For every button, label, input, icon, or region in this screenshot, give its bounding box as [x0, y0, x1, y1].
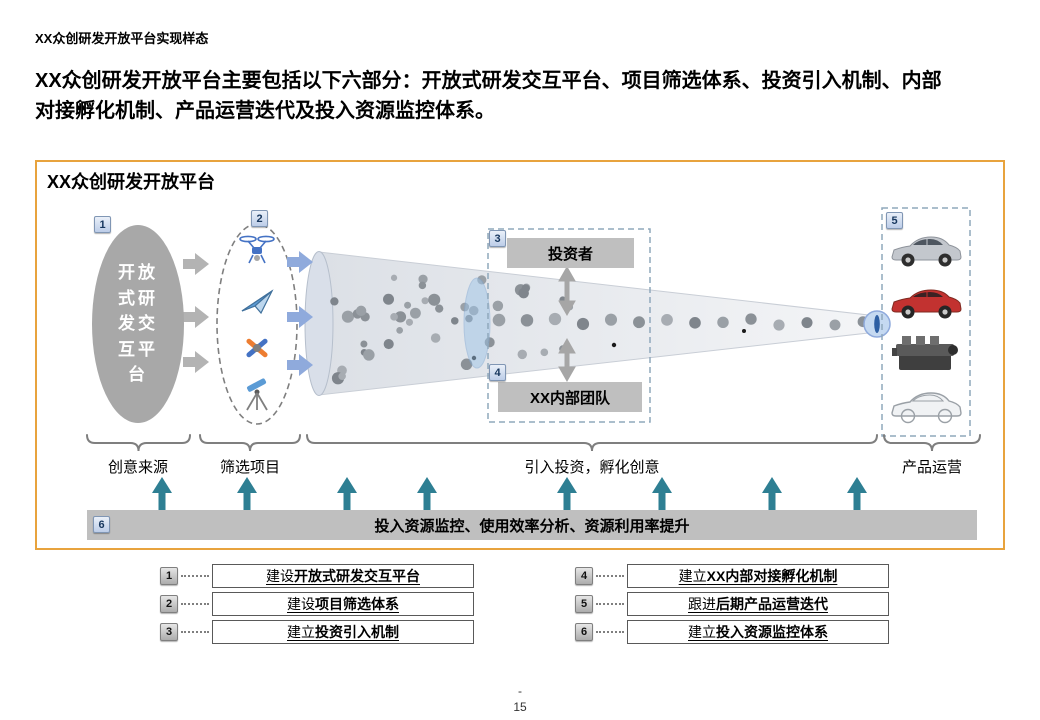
open-platform-ellipse: 开放 式研 发交 互平 台 — [92, 225, 184, 423]
legend-item-5: 5 跟进后期产品运营迭代 — [575, 592, 889, 616]
dotted-leader — [181, 631, 209, 633]
page-number: 15 — [513, 700, 527, 714]
funnel-outlet-icon — [863, 310, 891, 338]
legend-item-3: 3 建立投资引入机制 — [160, 620, 474, 644]
badge-2: 2 — [251, 210, 268, 227]
legend-box-2: 建设项目筛选体系 — [212, 592, 474, 616]
legend-keyword: XX内部对接孵化机制 — [706, 568, 838, 584]
investor-connector-arrow — [558, 265, 576, 317]
tools-icon — [239, 330, 275, 371]
footer-dash: - — [518, 684, 522, 698]
page-title-line-2: 对接孵化机制、产品运营迭代及投入资源监控体系。 — [35, 100, 495, 122]
stage-label-investment: 引入投资，孵化创意 — [524, 459, 660, 476]
legend-prefix: 建设 — [287, 596, 315, 612]
resource-monitor-label: 投入资源监控、使用效率分析、资源利用率提升 — [374, 517, 690, 535]
legend-badge-1: 1 — [160, 567, 178, 585]
dotted-leader — [596, 603, 624, 605]
legend-badge-6: 6 — [575, 623, 593, 641]
legend-prefix: 建设 — [266, 568, 294, 584]
dotted-leader — [596, 631, 624, 633]
investor-box: 投资者 — [507, 238, 634, 268]
silver-sedan-photo — [887, 226, 965, 274]
funnel-shape — [304, 251, 878, 396]
internal-team-box: XX内部团队 — [498, 382, 642, 412]
platform-diagram-panel: XX众创研发开放平台 — [35, 160, 1005, 550]
legend-prefix: 跟进 — [688, 596, 716, 612]
eyebrow-title: XX众创研发开放平台实现样态 — [35, 31, 209, 46]
stage-label-screening: 筛选项目 — [219, 459, 281, 476]
badge-3: 3 — [489, 230, 506, 247]
ellipse-line: 开放 — [118, 263, 158, 283]
dotted-leader — [596, 575, 624, 577]
ellipse-line: 发交 — [118, 314, 158, 334]
legend-box-4: 建立XX内部对接孵化机制 — [627, 564, 889, 588]
legend-badge-2: 2 — [160, 595, 178, 613]
legend-item-2: 2 建设项目筛选体系 — [160, 592, 474, 616]
page-title: XX众创研发开放平台主要包括以下六部分：开放式研发交互平台、项目筛选体系、投资引… — [35, 66, 1020, 126]
badge-6: 6 — [93, 516, 110, 533]
badge-5: 5 — [886, 212, 903, 229]
legend-keyword: 投入资源监控体系 — [716, 624, 828, 640]
product-dashed-frame — [881, 207, 971, 437]
stage-label-operation: 产品运营 — [901, 459, 963, 476]
legend-prefix: 建立 — [678, 568, 707, 584]
resource-feedback-arrows — [152, 477, 867, 514]
stage-braces — [86, 434, 981, 452]
legend-box-5: 跟进后期产品运营迭代 — [627, 592, 889, 616]
badge-4: 4 — [489, 364, 506, 381]
legend-keyword: 项目筛选体系 — [315, 596, 399, 612]
jet-icon — [239, 284, 275, 325]
stage-label-idea-source: 创意来源 — [107, 459, 169, 476]
drone-icon — [239, 232, 275, 279]
legend-badge-3: 3 — [160, 623, 178, 641]
resource-monitor-bar: 6 投入资源监控、使用效率分析、资源利用率提升 — [87, 510, 977, 540]
legend-item-6: 6 建立投入资源监控体系 — [575, 620, 889, 644]
investment-dashed-frame — [487, 228, 651, 423]
team-connector-arrow — [558, 337, 576, 383]
legend-badge-4: 4 — [575, 567, 593, 585]
stage-gate-ellipse — [463, 277, 491, 369]
telescope-icon — [239, 376, 275, 421]
dotted-leader — [181, 603, 209, 605]
legend-box-6: 建立投入资源监控体系 — [627, 620, 889, 644]
dotted-leader — [181, 575, 209, 577]
concept-car-photo — [887, 382, 965, 430]
red-car-photo — [887, 278, 965, 326]
legend-keyword: 投资引入机制 — [315, 624, 399, 640]
legend-box-1: 建设开放式研发交互平台 — [212, 564, 474, 588]
engine-photo — [887, 330, 965, 378]
ellipse-line: 式研 — [118, 288, 158, 308]
funnel-diagram-canvas — [86, 207, 981, 514]
ellipse-line: 互平 — [118, 339, 158, 359]
page-title-line-1: XX众创研发开放平台主要包括以下六部分：开放式研发交互平台、项目筛选体系、投资引… — [35, 70, 942, 92]
badge-1: 1 — [94, 216, 111, 233]
ellipse-line: 台 — [128, 365, 148, 385]
legend-prefix: 建立 — [287, 624, 315, 640]
flow-arrows — [183, 251, 313, 376]
legend-box-3: 建立投资引入机制 — [212, 620, 474, 644]
diagram-title: XX众创研发开放平台 — [47, 172, 216, 192]
legend-item-1: 1 建设开放式研发交互平台 — [160, 564, 474, 588]
legend-item-4: 4 建立XX内部对接孵化机制 — [575, 564, 889, 588]
legend-badge-5: 5 — [575, 595, 593, 613]
legend-prefix: 建立 — [688, 624, 716, 640]
legend-keyword: 开放式研发交互平台 — [294, 568, 420, 584]
legend-keyword: 后期产品运营迭代 — [716, 596, 828, 612]
